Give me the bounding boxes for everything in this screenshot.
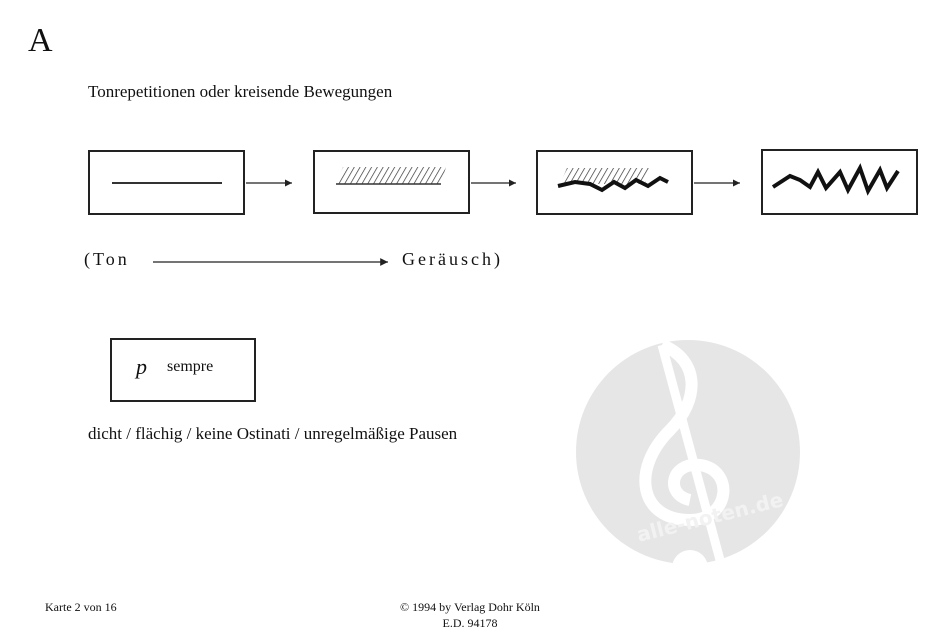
copyright: © 1994 by Verlag Dohr Köln — [400, 600, 540, 614]
copyright-block: © 1994 by Verlag Dohr Köln E.D. 94178 — [300, 599, 640, 631]
dynamic-text: sempre — [167, 358, 214, 375]
box-zigzag — [761, 149, 918, 215]
scale-end-label: Geräusch) — [402, 249, 503, 269]
box-straight-line — [88, 150, 245, 215]
edition-number: E.D. 94178 — [442, 616, 498, 630]
description: dicht / flächig / keine Ostinati / unreg… — [88, 424, 458, 443]
heading: Tonrepetitionen oder kreisende Bewegunge… — [88, 82, 393, 101]
dynamic-marking: p — [136, 354, 147, 379]
sound-diagram — [88, 149, 918, 266]
scale-start-label: (Ton — [84, 249, 130, 269]
page-indicator: Karte 2 von 16 — [45, 600, 117, 614]
card-letter: A — [28, 22, 53, 59]
box-hatched-wavy — [536, 150, 693, 215]
dynamic-box: p sempre — [110, 338, 256, 402]
box-hatched-band — [313, 150, 470, 214]
